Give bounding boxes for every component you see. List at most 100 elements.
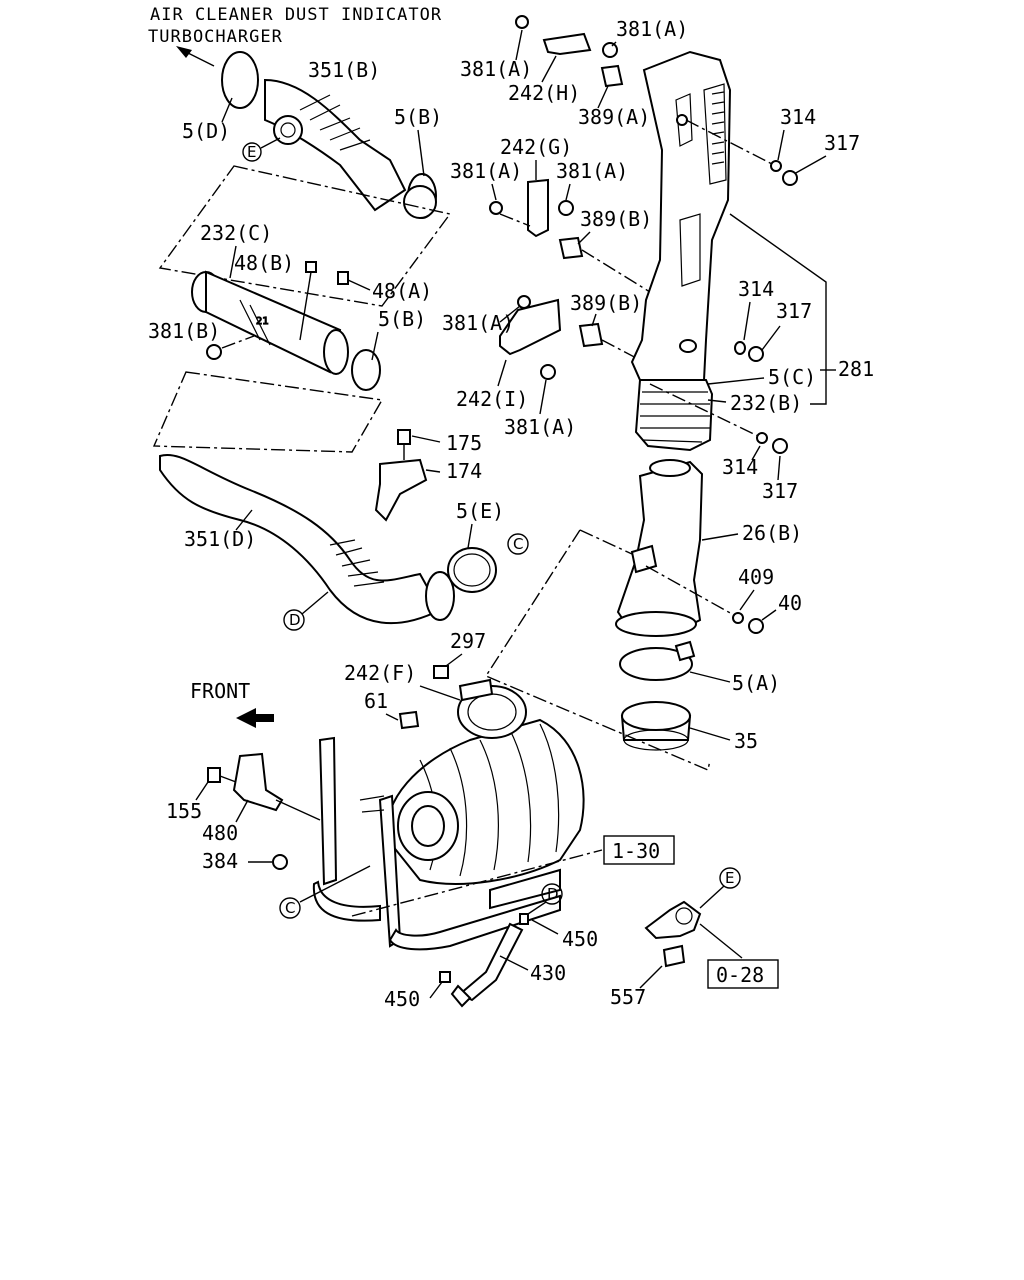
hose-351d: [159, 453, 455, 625]
label-480: 480: [202, 821, 238, 845]
ref-0-28: 0-28: [716, 963, 764, 987]
label-557: 557: [610, 985, 646, 1009]
turbo-arrow-head: [176, 46, 192, 58]
label-381a-4: 381(A): [556, 159, 628, 183]
label-281: 281: [838, 357, 874, 381]
nut-381b: [206, 344, 222, 360]
label-5e: 5(E): [456, 499, 504, 523]
svg-text:21: 21: [256, 316, 269, 327]
bolt-155: [207, 767, 221, 783]
hose-351b: [221, 51, 437, 219]
callout-d-bottom-text: D: [547, 885, 559, 903]
header-line1: AIR CLEANER DUST INDICATOR: [150, 5, 442, 25]
label-381a-5: 381(A): [442, 311, 514, 335]
bolt-61: [398, 710, 420, 730]
label-232c: 232(C): [200, 221, 272, 245]
turbo-arrow-line: [185, 51, 215, 67]
label-409: 409: [738, 565, 774, 589]
label-242f: 242(F): [344, 661, 416, 685]
indicator-480: [232, 752, 284, 812]
label-5d: 5(D): [182, 119, 230, 143]
ref-1-30: 1-30: [612, 839, 660, 863]
bolt-48a: [337, 271, 349, 285]
sensor-174: [374, 458, 428, 522]
label-242h: 242(H): [508, 81, 580, 105]
clamp-5e: [447, 547, 497, 593]
label-232b: 232(B): [730, 391, 802, 415]
air-cleaner-assembly: [312, 685, 585, 951]
label-389b-2: 389(B): [570, 291, 642, 315]
label-61: 61: [364, 689, 388, 713]
bracket-242h: [515, 15, 624, 88]
leader-frame-aircleaner: [484, 529, 711, 771]
nut-317-3: [772, 438, 788, 454]
label-381a-2: 381(A): [460, 57, 532, 81]
washer-314-1: [770, 160, 782, 172]
bolt-175: [397, 429, 411, 445]
washer-314-3: [756, 432, 768, 444]
label-155: 155: [166, 799, 202, 823]
leader-frame-232c: [158, 165, 452, 307]
bellows-232b: [634, 379, 714, 452]
label-35: 35: [734, 729, 758, 753]
label-314-1: 314: [780, 105, 816, 129]
callout-c-top: [507, 533, 529, 555]
label-381a-6: 381(A): [504, 415, 576, 439]
label-5b-top: 5(B): [394, 105, 442, 129]
label-351b: 351(B): [308, 58, 380, 82]
label-5b-mid: 5(B): [378, 307, 426, 331]
label-297: 297: [450, 629, 486, 653]
label-48b: 48(B): [234, 251, 294, 275]
ref-box-1-30: [603, 835, 675, 865]
callout-e-top-text: E: [247, 143, 256, 161]
callout-d-bottom: [541, 883, 563, 905]
callout-c-bottom: [279, 897, 301, 919]
label-450-1: 450: [562, 927, 598, 951]
front-label: FRONT: [190, 679, 250, 703]
label-430: 430: [530, 961, 566, 985]
label-40: 40: [778, 591, 802, 615]
hose-430: [439, 913, 529, 1008]
label-242g: 242(G): [500, 135, 572, 159]
label-175: 175: [446, 431, 482, 455]
nut-317-1: [782, 170, 798, 186]
sensor-557: [644, 900, 702, 968]
label-384: 384: [202, 849, 238, 873]
callout-c-top-text: C: [513, 535, 523, 553]
bracket-281: [729, 213, 827, 405]
label-174: 174: [446, 459, 482, 483]
callout-e-bottom: [719, 867, 741, 889]
bracket-242i: [499, 295, 604, 380]
label-381a-3: 381(A): [450, 159, 522, 183]
bracket-242f: [458, 678, 494, 702]
leader-frame-351d: [152, 371, 384, 453]
label-351d: 351(D): [184, 527, 256, 551]
nut-384: [272, 854, 288, 870]
label-314-2: 314: [738, 277, 774, 301]
bracket-242g: [489, 178, 584, 260]
header-line2: TURBOCHARGER: [148, 27, 283, 47]
callout-e-bottom-text: E: [725, 869, 734, 887]
pipe-26b: [615, 459, 704, 637]
front-arrow-icon: [236, 708, 274, 728]
pipe-232c: 21: [191, 270, 381, 391]
callout-d-left: [283, 609, 305, 631]
label-450-2: 450: [384, 987, 420, 1011]
label-389a: 389(A): [578, 105, 650, 129]
label-317-1: 317: [824, 131, 860, 155]
label-381a-1: 381(A): [616, 17, 688, 41]
clamp-5a: [619, 647, 693, 681]
washer-409: [732, 612, 744, 624]
label-48a: 48(A): [372, 279, 432, 303]
label-317-3: 317: [762, 479, 798, 503]
nut-317-2: [748, 346, 764, 362]
label-242i: 242(I): [456, 387, 528, 411]
callout-d-left-text: D: [289, 611, 301, 629]
label-381b: 381(B): [148, 319, 220, 343]
callout-c-bottom-text: C: [285, 899, 295, 917]
bolt-297: [433, 665, 449, 679]
label-5c: 5(C): [768, 365, 816, 389]
ref-box-0-28: [707, 959, 779, 989]
